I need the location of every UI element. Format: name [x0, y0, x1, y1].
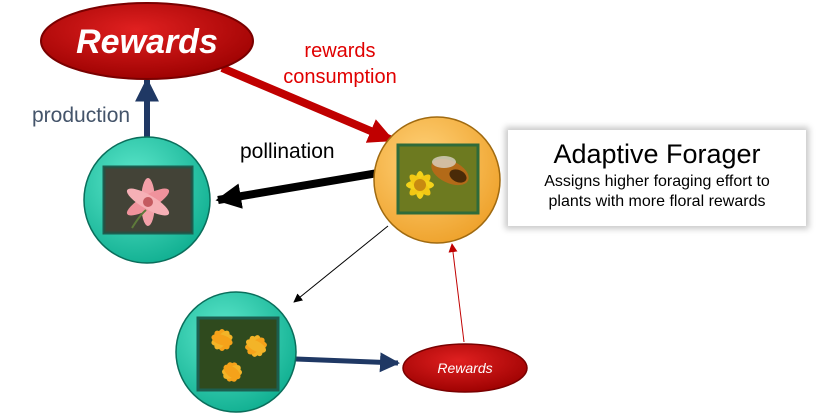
adaptive-forager-description-line-2: plants with more floral rewards — [548, 193, 766, 210]
rewards-consumption-line-2: consumption — [283, 66, 397, 88]
forager-to-plant-arrow — [293, 225, 389, 303]
forager-node — [373, 116, 501, 244]
pink-lily-photo-icon — [102, 165, 194, 235]
plant-node-top — [83, 136, 211, 264]
adaptive-forager-callout: Adaptive Forager Assigns higher foraging… — [508, 130, 806, 226]
rewards-consumption-arrow — [220, 64, 395, 144]
plant-node-bottom — [175, 291, 297, 413]
rewards-node-large: Rewards — [40, 2, 254, 80]
pollination-arrow — [215, 168, 385, 209]
rewards-small-label: Rewards — [437, 360, 492, 376]
adaptive-forager-title: Adaptive Forager — [553, 139, 761, 169]
pollination-label: pollination — [240, 140, 335, 163]
yellow-alstroemeria-photo-icon — [196, 316, 280, 392]
small-rewards-to-forager-arrow — [448, 243, 465, 343]
bee-on-flower-photo-icon — [396, 143, 480, 215]
rewards-consumption-label: rewards consumption — [280, 38, 400, 90]
rewards-large-label: Rewards — [76, 23, 218, 61]
adaptive-forager-description: Assigns higher foraging effort to plants… — [508, 172, 806, 212]
production-label: production — [32, 104, 131, 127]
adaptive-forager-description-line-1: Assigns higher foraging effort to — [544, 173, 770, 190]
rewards-node-small: Rewards — [402, 343, 528, 393]
rewards-consumption-line-1: rewards — [304, 40, 376, 62]
bottom-production-arrow — [295, 352, 400, 373]
